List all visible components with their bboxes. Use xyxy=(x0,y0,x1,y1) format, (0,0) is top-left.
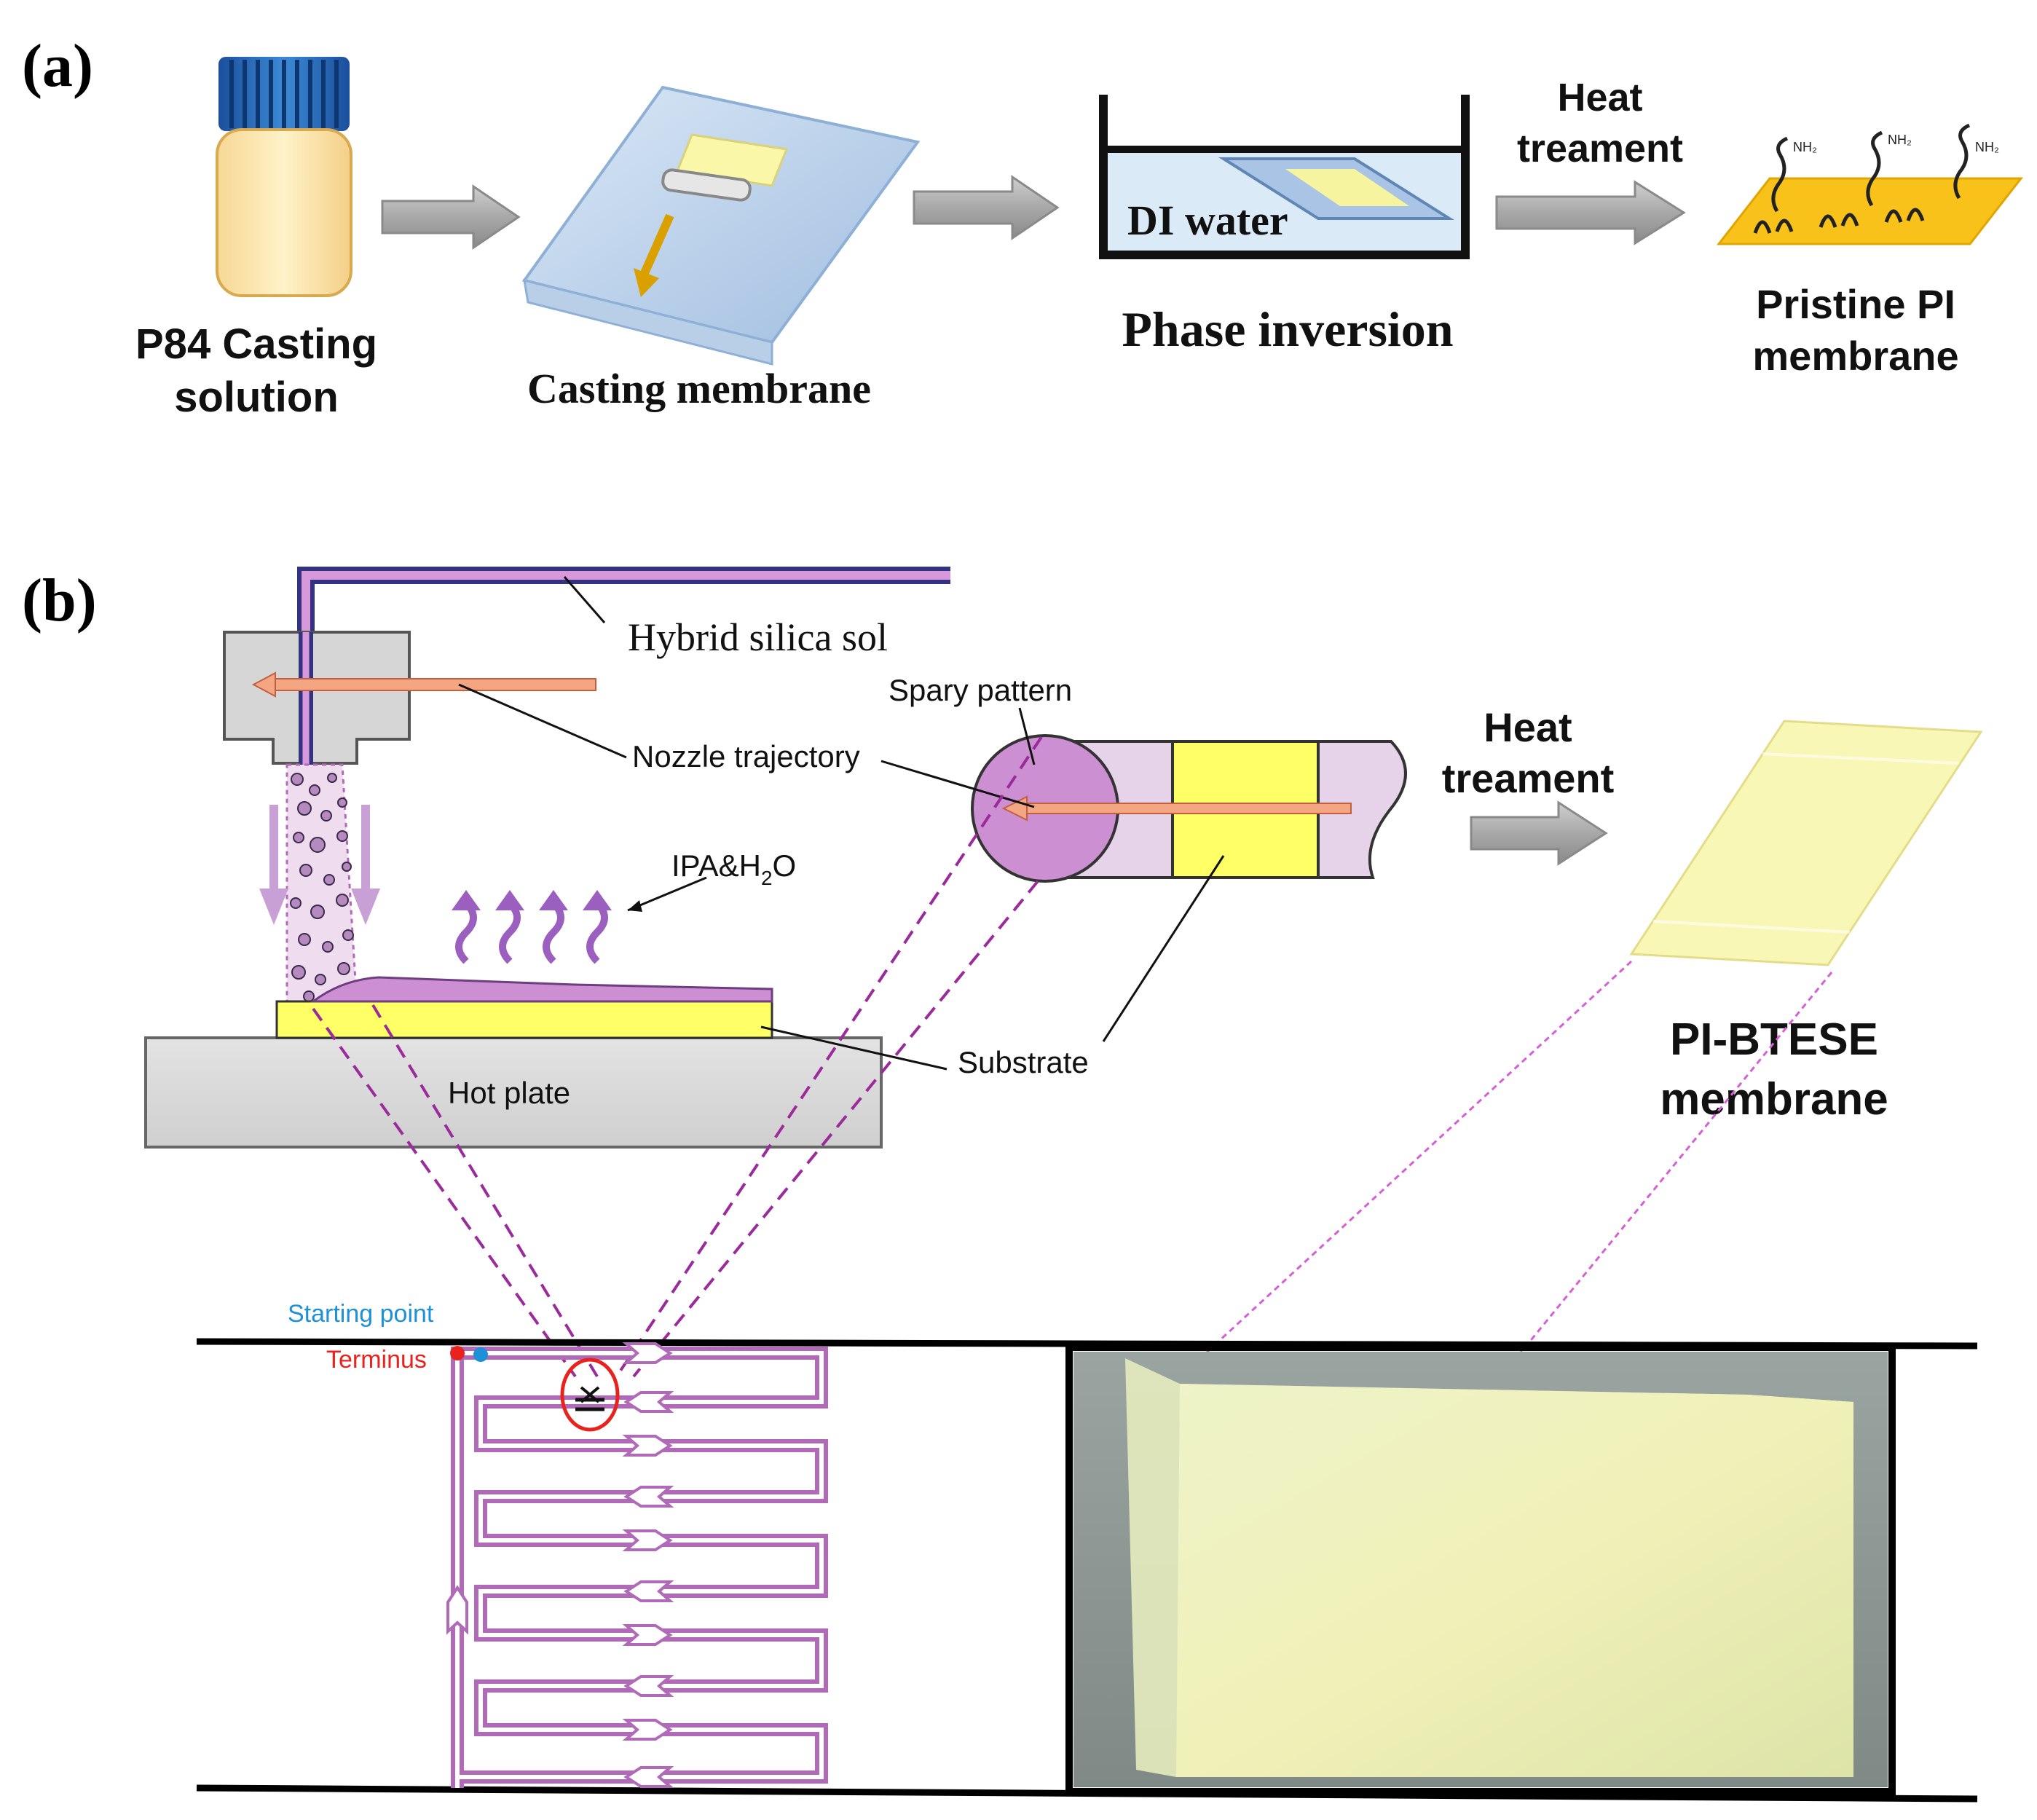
substrate xyxy=(275,1000,773,1039)
spray-nozzle-icon xyxy=(223,631,596,765)
heat-treatment-label-line1: Heat xyxy=(1557,76,1642,119)
casting-membrane-label: Casting membrane xyxy=(527,365,871,412)
membrane-photo-frame xyxy=(1065,1344,1896,1795)
panel-b-label: (b) xyxy=(22,567,97,634)
substrate-label: Substrate xyxy=(958,1045,1089,1079)
hot-plate-label: Hot plate xyxy=(448,1076,570,1110)
di-water-bath-icon xyxy=(1099,95,1470,259)
process-arrow-b xyxy=(1470,800,1608,866)
pristine-pi-label-line1: Pristine PI xyxy=(1756,281,1955,327)
pi-btese-label-line2: membrane xyxy=(1660,1074,1888,1124)
evaporation-arrows-icon xyxy=(455,900,608,964)
path-direction-chevrons xyxy=(446,1342,674,1788)
pristine-pi-label-line2: membrane xyxy=(1752,333,1958,379)
casting-tray-icon xyxy=(521,85,921,366)
process-arrow-2 xyxy=(913,175,1060,240)
spray-pattern-leader xyxy=(1018,707,1036,765)
casting-solution-bottle-icon xyxy=(216,57,352,297)
terminus-dot xyxy=(450,1346,465,1360)
panel-a-label: (a) xyxy=(22,32,93,100)
nh2-label-3: NH₂ xyxy=(1975,140,1999,154)
nh2-label-1: NH₂ xyxy=(1793,140,1817,154)
starting-point-label: Starting point xyxy=(288,1300,434,1328)
spray-direction-arrows xyxy=(259,805,380,925)
projection-lines xyxy=(312,736,1043,1378)
pi-btese-label-line1: PI-BTESE xyxy=(1670,1015,1878,1065)
heat-treatment-label-line2: treament xyxy=(1517,127,1683,170)
pristine-pi-membrane-icon: NH₂ NH₂ NH₂ xyxy=(1716,123,2024,245)
process-arrow-3 xyxy=(1495,180,1686,245)
nh2-label-2: NH₂ xyxy=(1888,133,1912,147)
nozzle-position-marker xyxy=(560,1358,620,1432)
spray-pattern-label: Spary pattern xyxy=(889,673,1072,707)
membrane-photo-sheet xyxy=(1176,1384,1853,1777)
casting-solution-label-line1: P84 Casting xyxy=(135,320,377,368)
ipa-leader xyxy=(627,876,707,912)
evaporation-arrowheads xyxy=(452,890,612,910)
pi-btese-membrane-sheet xyxy=(1629,720,1983,966)
process-arrow-1 xyxy=(381,184,521,250)
spray-pattern-zoom xyxy=(971,734,1407,883)
hybrid-silica-sol-label: Hybrid silica sol xyxy=(628,615,888,659)
spray-plume xyxy=(285,763,358,1006)
coated-sol-film xyxy=(310,976,773,1003)
substrate-zoom-leader xyxy=(1102,855,1225,1042)
hybrid-sol-leader xyxy=(563,576,606,623)
ipa-h2o-label: IPA&H2O xyxy=(671,848,796,889)
heat-treatment-b-line1: Heat xyxy=(1484,704,1572,750)
heat-treatment-b-line2: treament xyxy=(1442,755,1615,801)
phase-inversion-label: Phase inversion xyxy=(1122,302,1453,357)
nozzle-trajectory-leader-2 xyxy=(880,760,1035,808)
terminus-label: Terminus xyxy=(326,1346,427,1374)
nozzle-trajectory-label: Nozzle trajectory xyxy=(632,739,860,773)
di-water-label: DI water xyxy=(1127,197,1288,244)
casting-solution-label-line2: solution xyxy=(174,374,339,421)
substrate-leader xyxy=(760,1025,947,1071)
starting-point-dot xyxy=(473,1347,488,1362)
nozzle-trajectory-leader-1 xyxy=(458,683,627,759)
nozzle-serpentine-path-inner xyxy=(455,1351,824,1788)
